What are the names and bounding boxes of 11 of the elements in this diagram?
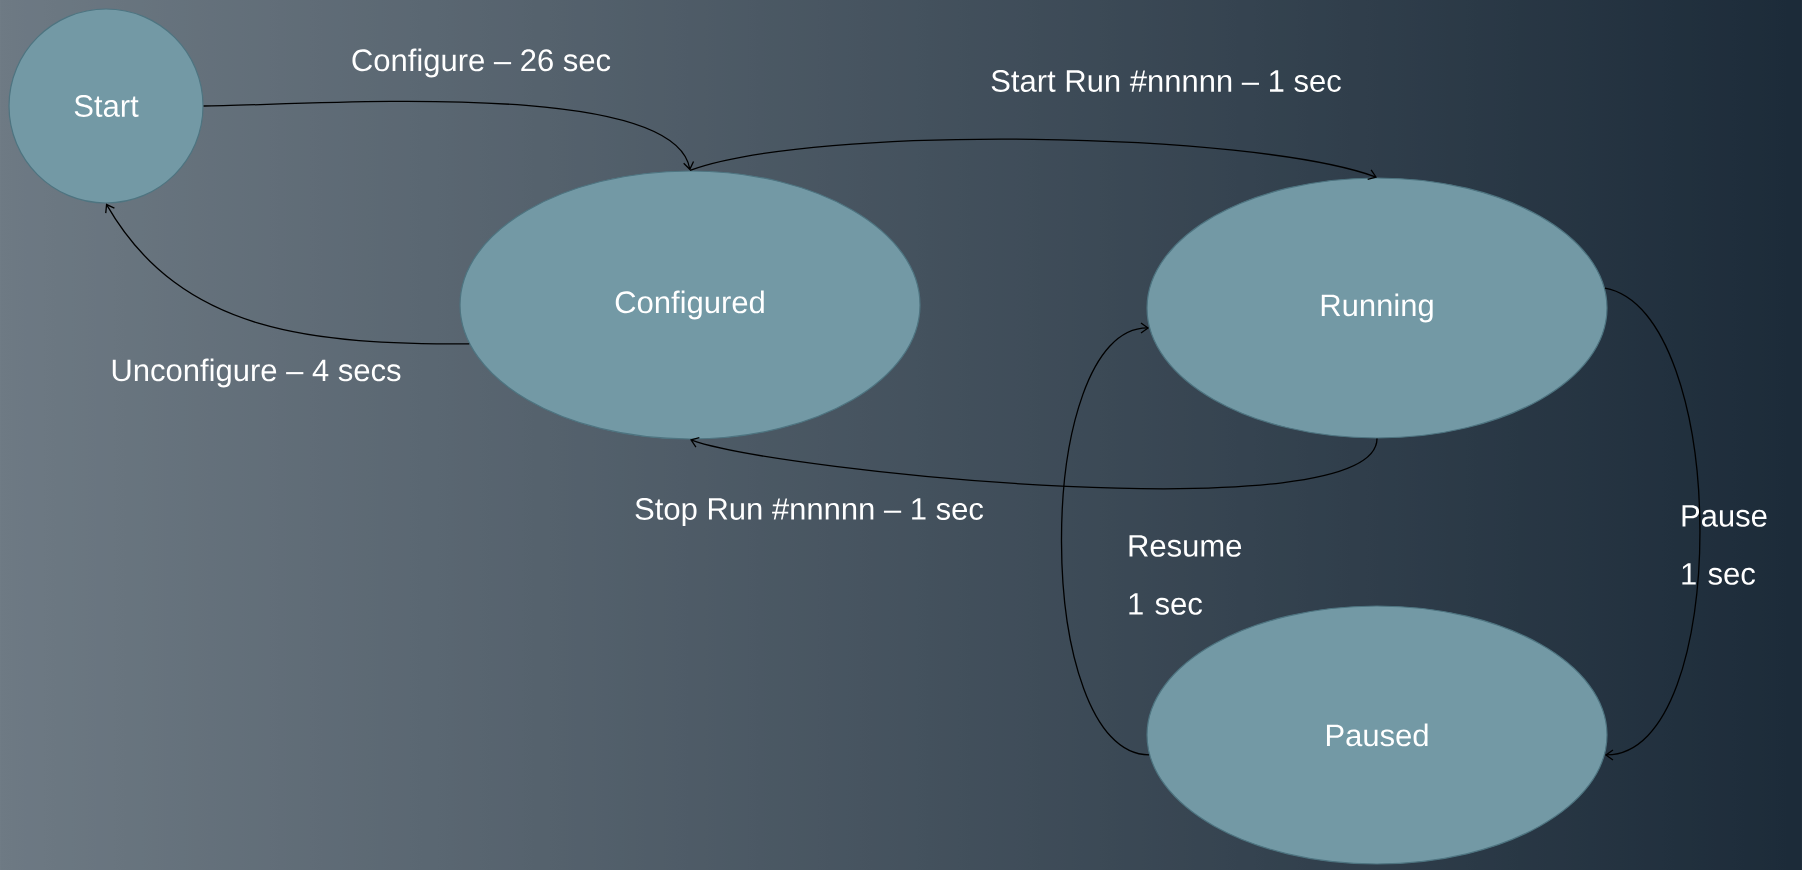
edge-label: Start Run #nnnnn – 1 sec: [991, 70, 1341, 92]
arrow: [202, 100, 695, 171]
edge-label: Unconfigure – 4 secs: [112, 358, 401, 388]
edge-label: Pause 1 sec: [1682, 505, 1767, 585]
edge-label: Stop Run #nnnnn – 1 sec: [635, 497, 984, 526]
arrow: [105, 203, 470, 345]
arrow: [1604, 287, 1701, 761]
edge-label: Configure – 26 sec: [352, 48, 611, 78]
arrow: [1060, 322, 1150, 756]
arrow: [690, 437, 1378, 490]
arrow: [689, 138, 1377, 180]
